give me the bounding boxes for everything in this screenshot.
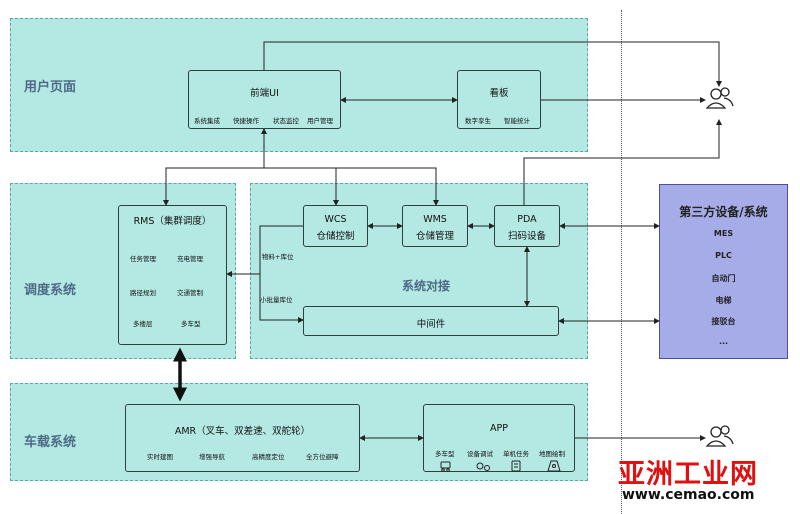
- dashboard-title: 看板: [489, 88, 509, 99]
- zone-user-pages-label: 用户页面: [24, 80, 77, 95]
- third-party-item: 电梯: [715, 296, 732, 305]
- edge-label-material: 物料+库位: [262, 253, 294, 261]
- wcs-title: WCS: [324, 214, 347, 225]
- rms-item: 多车型: [181, 320, 201, 328]
- third-party-item: MES: [713, 229, 734, 238]
- users-icon: [705, 425, 734, 447]
- dashboard-item: 智能统计: [504, 117, 530, 125]
- app-icons: [440, 460, 561, 472]
- amr-item: 实时建图: [147, 453, 173, 461]
- frontend-ui-title: 前端UI: [250, 88, 279, 99]
- users-icon: [705, 87, 734, 109]
- frontend-item: 快捷操作: [233, 117, 259, 125]
- pda-subtitle: 扫码设备: [507, 231, 546, 242]
- separator-line: [621, 10, 622, 514]
- rms-title: RMS（集群调度）: [133, 216, 212, 227]
- gear-icon: [476, 462, 490, 471]
- rms-box: RMS（集群调度） 任务管理 充电管理 路径规划 交通管制 多楼层 多车型: [118, 205, 227, 345]
- amr-item: 增强导航: [199, 453, 225, 461]
- rms-item: 路径规划: [130, 289, 156, 297]
- amr-title: AMR（叉车、双差速、双舵轮）: [174, 426, 311, 437]
- wcs-box: WCS 仓储控制: [303, 205, 368, 247]
- middleware-box: 中间件: [303, 306, 559, 336]
- rms-item: 充电管理: [177, 255, 203, 263]
- frontend-item: 状态监控: [273, 117, 299, 125]
- zone-vehicle-system-label: 车载系统: [24, 435, 77, 450]
- third-party-item: PLC: [715, 251, 732, 260]
- zone-system-integration-label: 系统对接: [402, 279, 451, 293]
- rms-item: 交通管制: [177, 289, 203, 297]
- app-item: 单机任务: [503, 450, 529, 458]
- watermark-url: www.cemao.com: [622, 487, 755, 503]
- third-party-item: 自动门: [711, 274, 736, 283]
- dashboard-item: 数字孪生: [465, 117, 491, 125]
- third-party-item: ...: [718, 337, 729, 346]
- amr-item: 高精度定位: [252, 453, 285, 461]
- amr-item: 全方位避障: [306, 453, 339, 461]
- frontend-item: 用户管理: [307, 117, 333, 125]
- edge-label-small-batch: 小批量库位: [260, 296, 293, 304]
- third-party-title: 第三方设备/系统: [679, 205, 768, 219]
- third-party-panel: 第三方设备/系统 MES PLC 自动门 电梯 接驳台 ...: [659, 184, 788, 359]
- watermark-brand: 亚洲工业网: [618, 459, 758, 490]
- map-icon: [547, 460, 561, 472]
- frontend-ui-box: 前端UI 系统集成 快捷操作 状态监控 用户管理: [188, 70, 341, 129]
- app-title: APP: [490, 423, 508, 434]
- amr-box: AMR（叉车、双差速、双舵轮） 实时建图 增强导航 高精度定位 全方位避障: [125, 404, 360, 472]
- frontend-item: 系统集成: [194, 117, 220, 125]
- vehicle-icon: [440, 461, 451, 472]
- zone-dispatch-system-label: 调度系统: [24, 283, 77, 298]
- app-item: 设备调试: [467, 450, 493, 458]
- third-party-item: 接驳台: [711, 317, 736, 326]
- app-item: 多车型: [435, 450, 455, 458]
- task-icon: [511, 460, 521, 472]
- wms-subtitle: 仓储管理: [415, 231, 454, 242]
- dashboard-box: 看板 数字孪生 智能统计: [457, 70, 541, 129]
- pda-title: PDA: [517, 214, 537, 225]
- wms-box: WMS 仓储管理: [402, 205, 468, 247]
- middleware-title: 中间件: [416, 319, 446, 330]
- app-item: 地图绘制: [539, 450, 565, 458]
- wms-title: WMS: [423, 214, 447, 225]
- app-box: APP 多车型 设备调试 单机任务 地图绘制: [423, 404, 575, 472]
- rms-item: 多楼层: [133, 320, 153, 328]
- wcs-subtitle: 仓储控制: [316, 231, 355, 242]
- rms-item: 任务管理: [130, 255, 156, 263]
- pda-box: PDA 扫码设备: [494, 205, 560, 247]
